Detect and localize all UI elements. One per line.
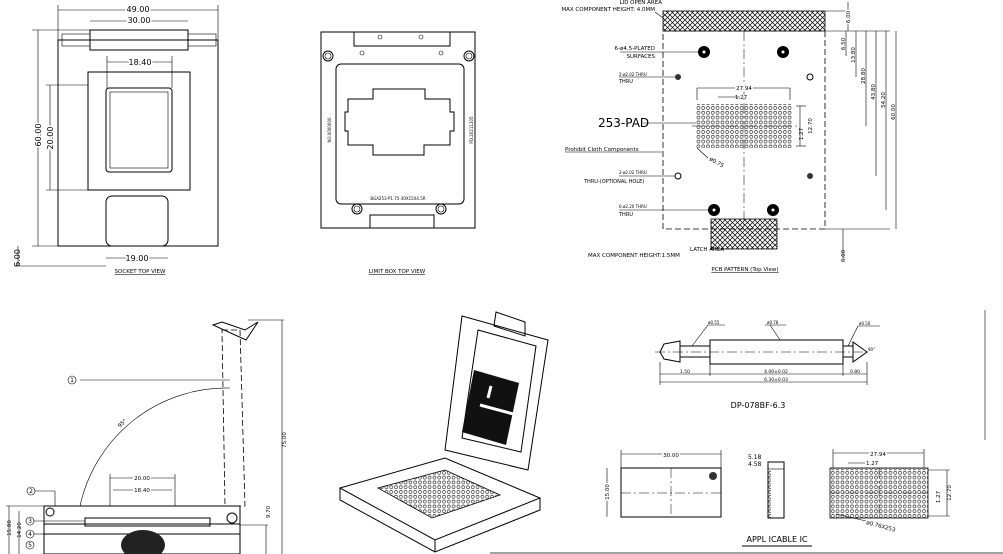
dim-height-window: 20.00: [46, 127, 55, 150]
latch-area-label: LATCH AREA: [690, 247, 724, 253]
ic-dim-height: 15.00: [605, 484, 611, 500]
pin-dim-tip-left: ø0.55: [708, 320, 720, 325]
pin-dim-body-dia: ø0.78: [767, 320, 779, 325]
pin-right-tip: [852, 341, 868, 363]
latch-area-height: MAX COMPONENT HEIGHT:1.5MM: [588, 253, 680, 259]
pin-drawing: 1.50 4.00±0.02 0.80 6.30±0.03 ø0.55 ø0.7…: [655, 310, 986, 440]
plated-label: 6-ø4.5-PLATED: [615, 46, 656, 52]
socket-window: [87, 71, 191, 191]
hole3-label: 6-ø2.20 THRU: [619, 204, 647, 209]
limit-box-right-mark: PD.20211205: [469, 116, 474, 144]
side-dim-9-70: 9.70: [266, 505, 272, 518]
limit-box-top-view: NO.0000000 PD.20211205 BGA253-P1.75-30X1…: [320, 31, 476, 275]
side-dim-75: 75.00: [282, 432, 288, 448]
iso-lid: [444, 315, 549, 471]
pin-dim-angle: 90°: [868, 347, 875, 352]
pcb-pattern: LID OPEN AREA MAX COMPONENT HEIGHT: 4.0M…: [561, 0, 897, 273]
pcb-dim-13-80: 13.80: [851, 47, 857, 63]
pcb-dim-6-50: 6.50: [841, 37, 847, 50]
pad-count-label: 253-PAD: [598, 116, 649, 130]
side-dim-18-40: 18.40: [134, 488, 150, 494]
hole2-optional: THRU-(OPTIONAL HOLE): [583, 179, 644, 185]
dim-latch-width: 19.00: [126, 254, 149, 263]
callout-5: 5: [28, 542, 32, 549]
applicable-ic: 30.00 15.00 5.18 4.58 27.94 1.27 12.70 1…: [490, 449, 1003, 554]
latch-area: [710, 218, 778, 250]
side-view-angle: 95°: [117, 418, 128, 429]
dim-width-lid: 30.00: [128, 16, 151, 25]
pin-dim-right: 0.80: [850, 369, 860, 375]
ic-dim-pitch: 1.27: [866, 461, 879, 467]
dim-latch-offset: 6.00: [13, 249, 22, 267]
pcb-dim-pitch: 1.27: [735, 95, 748, 101]
callout-4: 4: [28, 531, 32, 538]
pcb-dim-pitch-x: 27.94: [736, 86, 752, 92]
ic-dim-thick1: 5.18: [748, 454, 762, 461]
isometric-view: [338, 311, 549, 553]
limit-box-window: [335, 63, 465, 205]
socket-chip-area: [105, 87, 173, 173]
socket-body: [57, 39, 219, 247]
side-dim-20: 20.00: [134, 476, 150, 482]
limit-box-cutout: [344, 88, 455, 156]
prohibit-label: Prohibit Cloth Components: [565, 147, 639, 153]
callout-1: 1: [70, 377, 74, 384]
pcb-dim-span-y: 12.70: [808, 118, 814, 134]
pcb-dim-60-00: 60.00: [891, 104, 897, 120]
pcb-dim-pad-dia: ø0.75: [708, 157, 725, 170]
pcb-dim-pitch-y: 1.27: [799, 127, 805, 140]
hole3-thru: THRU: [618, 212, 633, 218]
pin-title: DP-078BF-6.3: [731, 401, 786, 410]
dim-width-window: 18.40: [129, 58, 152, 67]
pcb-dim-top: 6.00: [846, 10, 852, 23]
dim-width-outer: 49.00: [127, 5, 150, 14]
side-dim-14-20: 14.20: [17, 522, 23, 538]
hole1-label: 2-ø2.02 THRU: [619, 72, 647, 77]
hole1-thru: THRU: [618, 79, 633, 85]
lid-area-label: LID OPEN AREA: [620, 0, 663, 6]
callout-2: 2: [29, 488, 33, 495]
ic-dim-span-y: 12.70: [947, 485, 953, 501]
pcb-dim-28-80: 28.80: [861, 68, 867, 84]
dim-height-total: 60.00: [34, 124, 43, 147]
callout-3: 3: [28, 518, 32, 525]
limit-box-title: LIMIT BOX TOP VIEW: [369, 269, 426, 275]
limit-box-bottom-mark: BGA253-P1.75-30X15X4.5R: [370, 196, 425, 201]
iso-contact-array: [376, 469, 502, 519]
pin-left-tip: [659, 340, 681, 363]
side-view-base: [43, 505, 241, 554]
limit-box-left-mark: NO.0000000: [327, 117, 332, 143]
plated-label-2: SURFACES: [627, 54, 656, 60]
ic-dim-pitch-y: 1.27: [936, 490, 942, 503]
side-view-lid: [221, 329, 246, 507]
socket-top-view: 49.00 30.00 18.40 20.00 60.00 6.00 19.00…: [13, 4, 219, 275]
pcb-pattern-title: PCB PATTERN (Top View): [711, 267, 778, 273]
lid-area-height: MAX COMPONENT HEIGHT: 4.0MM: [561, 7, 655, 13]
ic-dim-pitch-x: 27.94: [870, 452, 886, 458]
pin-dim-tip-right: ø0.50: [859, 321, 871, 326]
pcb-dim-bottom: 6.00: [841, 249, 847, 262]
side-dim-15-80: 15.80: [7, 520, 13, 536]
socket-latch: [105, 195, 169, 247]
pin-dim-body: 4.00±0.02: [764, 369, 788, 375]
pin-dim-total: 6.30±0.03: [764, 377, 788, 383]
lid-open-area: [662, 10, 826, 32]
ic-dim-balls: ø0.76X253: [865, 520, 896, 534]
applicable-ic-title: APPL ICABLE IC: [746, 535, 807, 544]
ic-dim-width: 30.00: [663, 453, 679, 459]
hole2-label: 2-ø2.02 THRU: [619, 170, 647, 175]
ic-dim-thick2: 4.58: [748, 461, 762, 468]
pin-dim-left: 1.50: [680, 369, 690, 375]
socket-top-view-title: SOCKET TOP VIEW: [115, 269, 166, 275]
pcb-dim-43-80: 43.80: [871, 84, 877, 100]
side-view: 95° 1 2 3 4 5 20.00 18.40 75.00 9.70 15.…: [6, 319, 288, 554]
side-view-knob: [121, 530, 165, 554]
pcb-dim-54-20: 54.20: [881, 92, 887, 108]
